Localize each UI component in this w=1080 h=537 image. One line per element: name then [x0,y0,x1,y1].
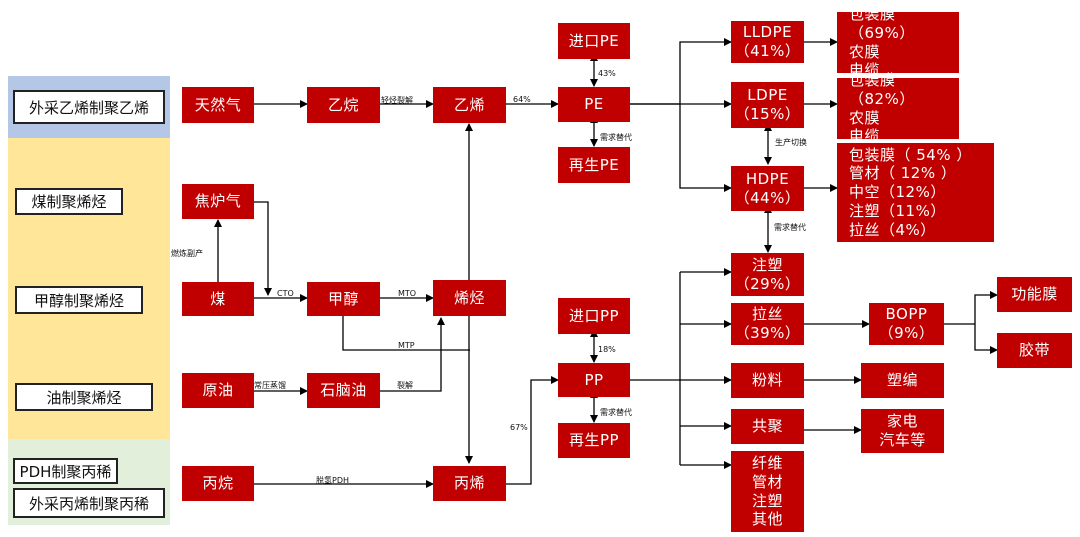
node-plastic-weave: 塑编 [861,363,944,398]
node-ethylene: 乙烯 [433,87,506,123]
node-hdpe: HDPE （44%） [731,166,804,211]
edge-label-dehydro-pdh: 脱氢PDH [316,476,349,485]
node-ldpe-uses: 包装膜（82%） 农膜 电缆 [837,71,959,145]
edge-label-hdpe-sub: 需求替代 [774,223,806,232]
edge-label-cracking: 裂解 [397,381,413,390]
edge-bopp-film [974,291,998,324]
node-propane: 丙烷 [182,466,254,501]
node-functional-film: 功能膜 [997,277,1072,312]
edge-label-recycled-pe: 需求替代 [600,133,632,142]
node-import-pp: 进口PP [558,298,630,334]
node-bopp: BOPP （9%） [869,303,944,345]
category-ethylene-purchase: 外采乙烯制聚乙烯 [13,90,165,124]
node-pp-copolymer: 共聚 [731,409,804,444]
edge-label-ethane-cracking: 轻烃裂解 [381,96,413,105]
edge-label-pe-share: 64% [513,95,531,104]
node-methanol: 甲醇 [307,282,380,316]
node-pp-injection: 注塑 （29%） [731,253,804,296]
node-pe: PE [558,87,630,122]
category-methanol: 甲醇制聚烯烃 [15,286,143,314]
node-recycled-pp: 再生PP [558,423,630,458]
edge-pe-hdpe [679,104,732,192]
node-crude-oil: 原油 [182,373,254,408]
edge-label-mto: MTO [398,289,417,298]
node-import-pe: 进口PE [558,23,630,59]
edge-label-import-pp-share: 18% [598,345,616,354]
node-lldpe-uses: 包装膜（69%） 农膜 电缆 [837,5,959,79]
edge-label-atm-distill: 常压蒸馏 [254,381,286,390]
category-propylene-purchase: 外采丙烯制聚丙稀 [13,488,165,518]
category-pdh: PDH制聚丙稀 [13,458,118,484]
edge-label-mtp: MTP [398,341,415,350]
node-coke-gas: 焦炉气 [182,184,254,219]
node-pp: PP [558,363,630,397]
edge-label-import-pe-share: 43% [598,69,616,78]
edge-label-coking-byproduct: 燃炼副产 [171,249,203,258]
category-coal: 煤制聚烯烃 [15,188,123,215]
edge-label-pp-share: 67% [510,423,528,432]
edge-methanol-mtp [342,316,470,351]
edge-pe-lldpe [679,38,732,104]
edge-naphtha-olefins [380,317,445,392]
node-appliance-auto: 家电 汽车等 [861,409,944,453]
edge-label-prod-switch: 生产切换 [775,138,807,147]
edge-label-recycled-pp: 需求替代 [600,408,632,417]
edge-propylene-pp [506,376,559,485]
node-pp-powder: 粉料 [731,363,804,398]
node-tape: 胶带 [997,333,1072,368]
node-coal: 煤 [182,282,254,316]
node-ldpe: LDPE （15%） [731,82,804,128]
node-propylene: 丙烯 [433,466,506,501]
node-olefins: 烯烃 [433,280,506,316]
edge-bopp-tape [974,324,998,354]
node-ethane: 乙烷 [307,87,380,123]
node-pp-drawing: 拉丝 （39%） [731,303,804,345]
node-hdpe-uses: 包装膜（ 54% ） 管材（ 12% ） 中空（12%） 注塑（11%） 拉丝（… [837,143,994,242]
node-pp-fiber-etc: 纤维 管材 注塑 其他 [731,451,804,532]
node-recycled-pe: 再生PE [558,147,630,183]
node-naphtha: 石脑油 [307,373,380,408]
node-lldpe: LLDPE （41%） [731,21,804,63]
category-oil: 油制聚烯烃 [15,383,153,411]
node-natural-gas: 天然气 [182,87,254,123]
edge-label-cto: CTO [277,289,294,298]
edge-cokegas-cto [254,201,272,296]
